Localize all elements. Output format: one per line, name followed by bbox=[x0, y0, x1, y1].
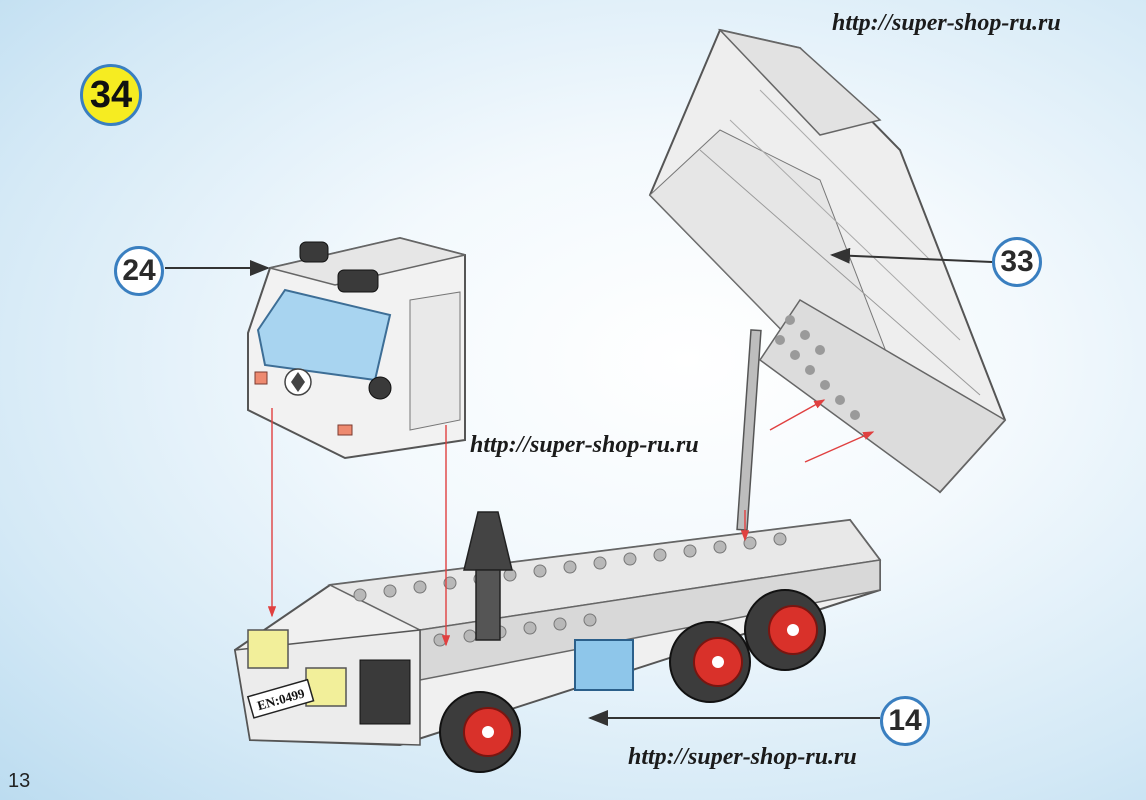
callout-cab: 24 bbox=[114, 246, 164, 296]
page-number: 13 bbox=[8, 770, 31, 792]
watermark-bottom: http://super-shop-ru.ru bbox=[628, 744, 857, 770]
wheel-middle bbox=[669, 621, 751, 703]
step-number-badge: 34 bbox=[80, 64, 142, 126]
callout-dump-bed: 33 bbox=[992, 237, 1042, 287]
watermark-top: http://super-shop-ru.ru bbox=[832, 10, 1061, 36]
dump-bed-illustration bbox=[648, 28, 1007, 531]
wheel-front bbox=[439, 691, 521, 773]
truck-cab-illustration bbox=[247, 236, 466, 460]
callout-chassis: 14 bbox=[880, 696, 930, 746]
assembly-guide-lines bbox=[267, 399, 875, 647]
watermark-middle: http://super-shop-ru.ru bbox=[470, 432, 699, 458]
truck-chassis-illustration: EN:0499 bbox=[233, 511, 882, 773]
callout-arrows bbox=[165, 247, 993, 726]
wheel-rear bbox=[744, 589, 826, 671]
